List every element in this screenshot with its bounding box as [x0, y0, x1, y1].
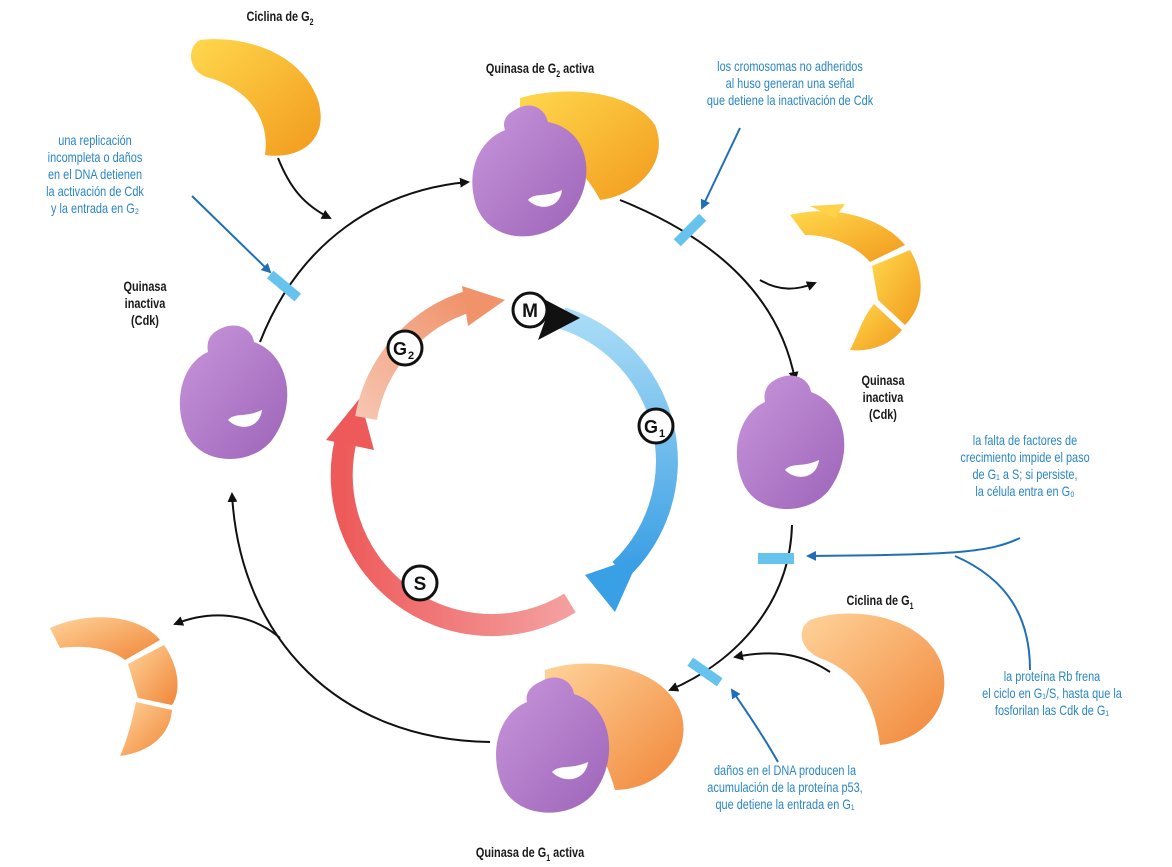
phase-arrowhead-g1 — [585, 556, 640, 612]
label-kinase-inactive-right: Quinasa inactiva (Cdk) — [848, 372, 918, 423]
checkpoint-g2 — [191, 195, 302, 302]
label-kinase-inactive-right-line1: Quinasa — [861, 372, 905, 388]
label-cyclin-g2: Ciclina de G2 — [233, 8, 327, 31]
phase-m: M — [511, 291, 549, 329]
phase-arrowhead-g2 — [462, 286, 505, 326]
cycle-arrow-right-top — [619, 199, 799, 382]
label-kinase-g2-active-text: Quinasa de G — [485, 60, 557, 76]
phase-g1: G 1 — [637, 407, 675, 445]
cyclin-g1-icon — [801, 613, 945, 745]
label-kinase-inactive-right-line2: inactiva — [862, 389, 904, 405]
label-kinase-inactive-right-line3: (Cdk) — [869, 406, 897, 422]
note-growth-line2: crecimiento impide el paso — [960, 449, 1090, 465]
phase-m-label: M — [522, 301, 538, 322]
cycle-arrow-right-bottom — [668, 524, 793, 692]
note-growth-line1: la falta de factores de — [972, 432, 1078, 448]
label-kinase-inactive-left-line1: Quinasa — [123, 278, 167, 294]
note-replication-line3: en el DNA detienen — [47, 166, 143, 182]
label-cyclin-g1-sub: 1 — [909, 600, 914, 611]
cycle-arrow-bottom-left — [227, 492, 491, 743]
note-spindle-line2: al huso generan una señal — [725, 75, 855, 91]
label-kinase-inactive-left: Quinasa inactiva (Cdk) — [110, 278, 180, 329]
note-growth-line4: la célula entra en G₀ — [975, 483, 1075, 499]
phase-g2-label: G — [393, 339, 407, 359]
phase-g1-sub: 1 — [659, 428, 665, 440]
note-p53-line2: acumulación de la proteína p53, — [707, 779, 863, 795]
cyclin-g1-join-arrow — [733, 650, 831, 673]
cyclin-g1-degrade-arrow — [173, 614, 281, 639]
note-unattached-chromosomes: los cromosomas no adheridos al huso gene… — [673, 58, 907, 109]
phase-g1-label: G — [644, 417, 658, 437]
phase-g2-sub: 2 — [408, 350, 414, 362]
note-replication-line5: y la entrada en G₂ — [50, 200, 140, 216]
label-kinase-g1-active-text: Quinasa de G — [475, 844, 547, 860]
note-p53-line3: que detiene la entrada en G₁ — [715, 796, 855, 812]
phase-arc-s — [330, 428, 576, 637]
label-kinase-g1-active: Quinasa de G1 activa — [460, 844, 600, 867]
note-replication-line2: incompleta o daños — [47, 149, 143, 165]
label-cyclin-g2-text: Ciclina de G — [246, 8, 310, 24]
kinase-g2-active-icon — [472, 91, 659, 237]
phase-arrowhead-m — [538, 296, 580, 340]
note-rb-protein: la proteína Rb frena el ciclo en G₁/S, h… — [958, 668, 1145, 719]
cyclin-g2-degrade-arrow — [759, 279, 817, 291]
note-rb-line2: el ciclo en G₁/S, hasta que la — [982, 685, 1122, 701]
cycle-arrow-top — [259, 177, 470, 343]
label-kinase-g2-active: Quinasa de G2 activa — [470, 60, 610, 83]
label-kinase-inactive-left-line3: (Cdk) — [131, 312, 159, 328]
label-cyclin-g1-text: Ciclina de G — [846, 592, 910, 608]
note-growth-factors: la falta de factores de crecimiento impi… — [928, 432, 1123, 500]
checkpoint-g1-g0 — [758, 537, 1031, 671]
note-replication-line1: una replicación — [58, 132, 132, 148]
note-p53: daños en el DNA producen la acumulación … — [695, 762, 874, 813]
note-spindle-line1: los cromosomas no adheridos — [717, 58, 863, 74]
note-replication-line4: la activación de Cdk — [46, 183, 144, 199]
kinase-g1-active-icon — [496, 663, 684, 813]
label-kinase-g2-active-after: activa — [560, 60, 595, 76]
note-growth-line3: de G₁ a S; si persiste, — [972, 466, 1078, 482]
checkpoint-g1-s — [687, 657, 779, 763]
note-p53-line1: daños en el DNA producen la — [713, 762, 857, 778]
label-kinase-inactive-left-line2: inactiva — [124, 295, 166, 311]
phase-s: S — [401, 564, 439, 602]
note-replication-damage: una replicación incompleta o daños en el… — [21, 132, 169, 217]
checkpoint-m — [673, 127, 741, 247]
kinase-inactive-right-icon — [736, 375, 845, 510]
cyclin-g2-join-arrow — [277, 157, 332, 219]
label-kinase-g1-active-sub: 1 — [546, 852, 551, 863]
note-rb-line1: la proteína Rb frena — [1003, 668, 1101, 684]
note-rb-line3: fosforilan las Cdk de G₁ — [994, 702, 1110, 718]
phase-s-label: S — [414, 574, 427, 595]
label-cyclin-g1: Ciclina de G1 — [833, 592, 927, 615]
label-cyclin-g2-sub: 2 — [309, 16, 314, 27]
degraded-cyclin-g2-icon — [790, 204, 921, 351]
label-kinase-g2-active-sub: 2 — [556, 68, 561, 79]
phase-arc-g1 — [558, 307, 678, 578]
kinase-inactive-left-icon — [179, 325, 288, 460]
cyclin-g2-icon — [190, 39, 321, 156]
phase-g2: G 2 — [386, 329, 424, 367]
label-kinase-g1-active-after: activa — [550, 844, 585, 860]
note-spindle-line3: que detiene la inactivación de Cdk — [706, 92, 874, 108]
degraded-cyclin-g1-icon — [50, 617, 178, 756]
